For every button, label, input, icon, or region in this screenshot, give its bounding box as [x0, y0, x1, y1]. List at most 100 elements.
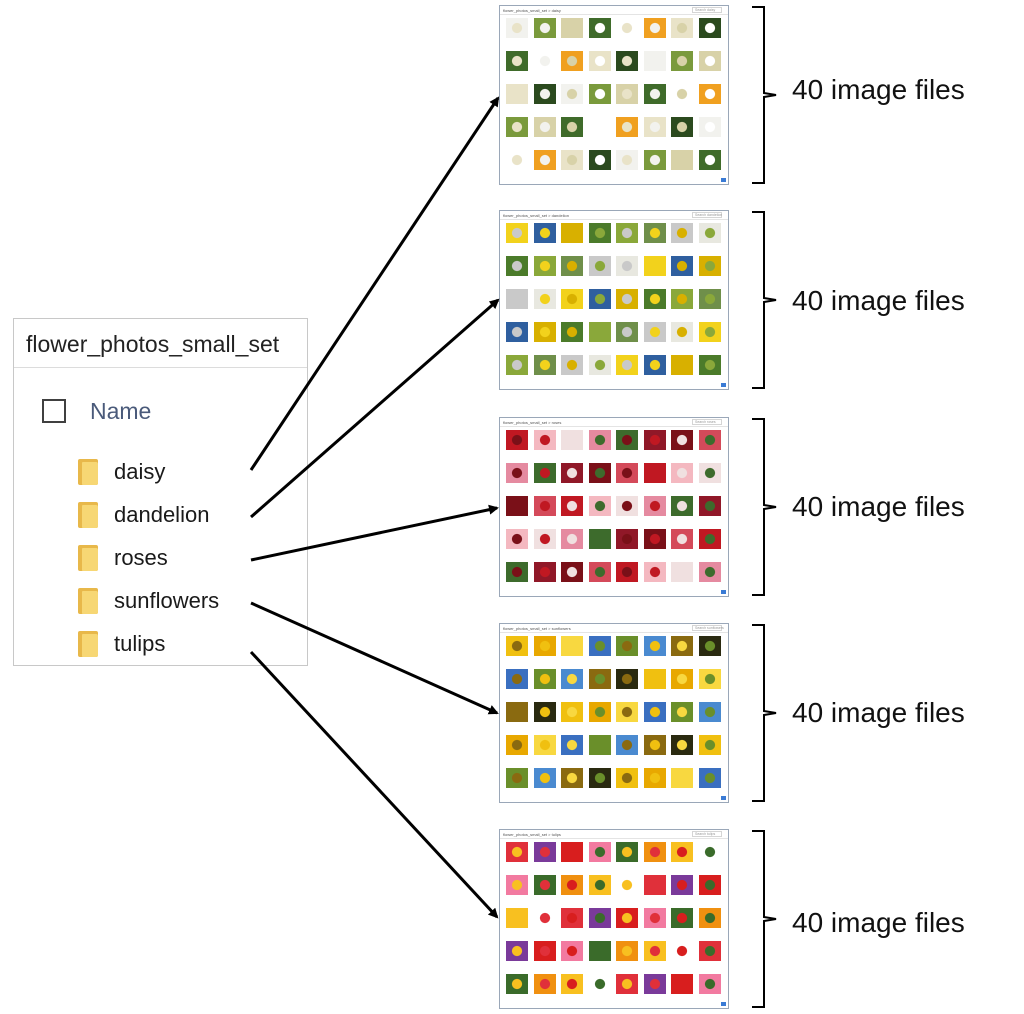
image-file[interactable]	[642, 735, 668, 768]
image-file[interactable]	[559, 941, 585, 974]
image-file[interactable]	[669, 51, 695, 84]
name-column-header[interactable]: Name	[90, 398, 152, 424]
image-file[interactable]	[559, 223, 585, 256]
image-file[interactable]	[504, 150, 530, 183]
image-file[interactable]	[614, 256, 640, 289]
image-file[interactable]	[697, 636, 723, 669]
folder-row-sunflowers[interactable]: sunflowers	[78, 586, 219, 616]
image-file[interactable]	[587, 636, 613, 669]
image-file[interactable]	[614, 974, 640, 1007]
image-file[interactable]	[614, 18, 640, 51]
image-file[interactable]	[642, 84, 668, 117]
image-file[interactable]	[697, 496, 723, 529]
image-file[interactable]	[532, 117, 558, 150]
image-file[interactable]	[669, 842, 695, 875]
image-file[interactable]	[559, 51, 585, 84]
image-file[interactable]	[697, 669, 723, 702]
image-file[interactable]	[697, 735, 723, 768]
image-file[interactable]	[697, 875, 723, 908]
image-file[interactable]	[642, 842, 668, 875]
image-file[interactable]	[532, 974, 558, 1007]
image-file[interactable]	[669, 941, 695, 974]
image-file[interactable]	[559, 289, 585, 322]
image-file[interactable]	[587, 875, 613, 908]
image-file[interactable]	[669, 430, 695, 463]
window-search-input[interactable]: Search tulips	[692, 831, 722, 837]
image-file[interactable]	[532, 702, 558, 735]
image-file[interactable]	[587, 974, 613, 1007]
image-file[interactable]	[559, 562, 585, 595]
image-file[interactable]	[587, 768, 613, 801]
image-file[interactable]	[587, 908, 613, 941]
image-file[interactable]	[587, 51, 613, 84]
image-file[interactable]	[504, 875, 530, 908]
image-file[interactable]	[532, 669, 558, 702]
image-file[interactable]	[532, 941, 558, 974]
image-file[interactable]	[532, 908, 558, 941]
image-file[interactable]	[532, 768, 558, 801]
image-file[interactable]	[642, 256, 668, 289]
image-file[interactable]	[697, 355, 723, 388]
image-file[interactable]	[559, 355, 585, 388]
image-file[interactable]	[532, 463, 558, 496]
image-file[interactable]	[504, 768, 530, 801]
image-file[interactable]	[642, 51, 668, 84]
image-file[interactable]	[642, 355, 668, 388]
image-file[interactable]	[587, 529, 613, 562]
image-file[interactable]	[504, 496, 530, 529]
image-file[interactable]	[532, 51, 558, 84]
resize-grip[interactable]	[721, 590, 726, 594]
image-file[interactable]	[669, 768, 695, 801]
image-file[interactable]	[697, 322, 723, 355]
folder-row-roses[interactable]: roses	[78, 543, 168, 573]
image-file[interactable]	[697, 941, 723, 974]
image-file[interactable]	[697, 974, 723, 1007]
image-file[interactable]	[504, 117, 530, 150]
resize-grip[interactable]	[721, 1002, 726, 1006]
image-file[interactable]	[669, 496, 695, 529]
window-search-input[interactable]: Search sunflowers	[692, 625, 724, 631]
folder-row-tulips[interactable]: tulips	[78, 629, 165, 659]
image-file[interactable]	[532, 322, 558, 355]
image-file[interactable]	[559, 84, 585, 117]
image-file[interactable]	[532, 430, 558, 463]
image-file[interactable]	[587, 223, 613, 256]
select-all-checkbox[interactable]	[42, 399, 66, 423]
image-file[interactable]	[587, 430, 613, 463]
image-file[interactable]	[532, 562, 558, 595]
image-file[interactable]	[504, 51, 530, 84]
image-file[interactable]	[504, 908, 530, 941]
image-file[interactable]	[559, 702, 585, 735]
image-file[interactable]	[697, 223, 723, 256]
folder-row-dandelion[interactable]: dandelion	[78, 500, 209, 530]
image-file[interactable]	[532, 496, 558, 529]
image-file[interactable]	[642, 322, 668, 355]
image-file[interactable]	[669, 702, 695, 735]
image-file[interactable]	[559, 117, 585, 150]
image-file[interactable]	[669, 636, 695, 669]
image-file[interactable]	[559, 322, 585, 355]
image-file[interactable]	[532, 223, 558, 256]
image-file[interactable]	[642, 768, 668, 801]
image-file[interactable]	[504, 735, 530, 768]
image-file[interactable]	[532, 875, 558, 908]
image-file[interactable]	[614, 430, 640, 463]
image-file[interactable]	[614, 463, 640, 496]
image-file[interactable]	[559, 150, 585, 183]
image-file[interactable]	[697, 529, 723, 562]
image-file[interactable]	[587, 842, 613, 875]
image-file[interactable]	[669, 256, 695, 289]
image-file[interactable]	[697, 768, 723, 801]
image-file[interactable]	[642, 941, 668, 974]
image-file[interactable]	[642, 117, 668, 150]
image-file[interactable]	[669, 355, 695, 388]
image-file[interactable]	[587, 735, 613, 768]
image-file[interactable]	[587, 84, 613, 117]
image-file[interactable]	[587, 669, 613, 702]
image-file[interactable]	[697, 84, 723, 117]
image-file[interactable]	[532, 636, 558, 669]
image-file[interactable]	[697, 18, 723, 51]
image-file[interactable]	[587, 562, 613, 595]
image-file[interactable]	[697, 256, 723, 289]
image-file[interactable]	[504, 669, 530, 702]
